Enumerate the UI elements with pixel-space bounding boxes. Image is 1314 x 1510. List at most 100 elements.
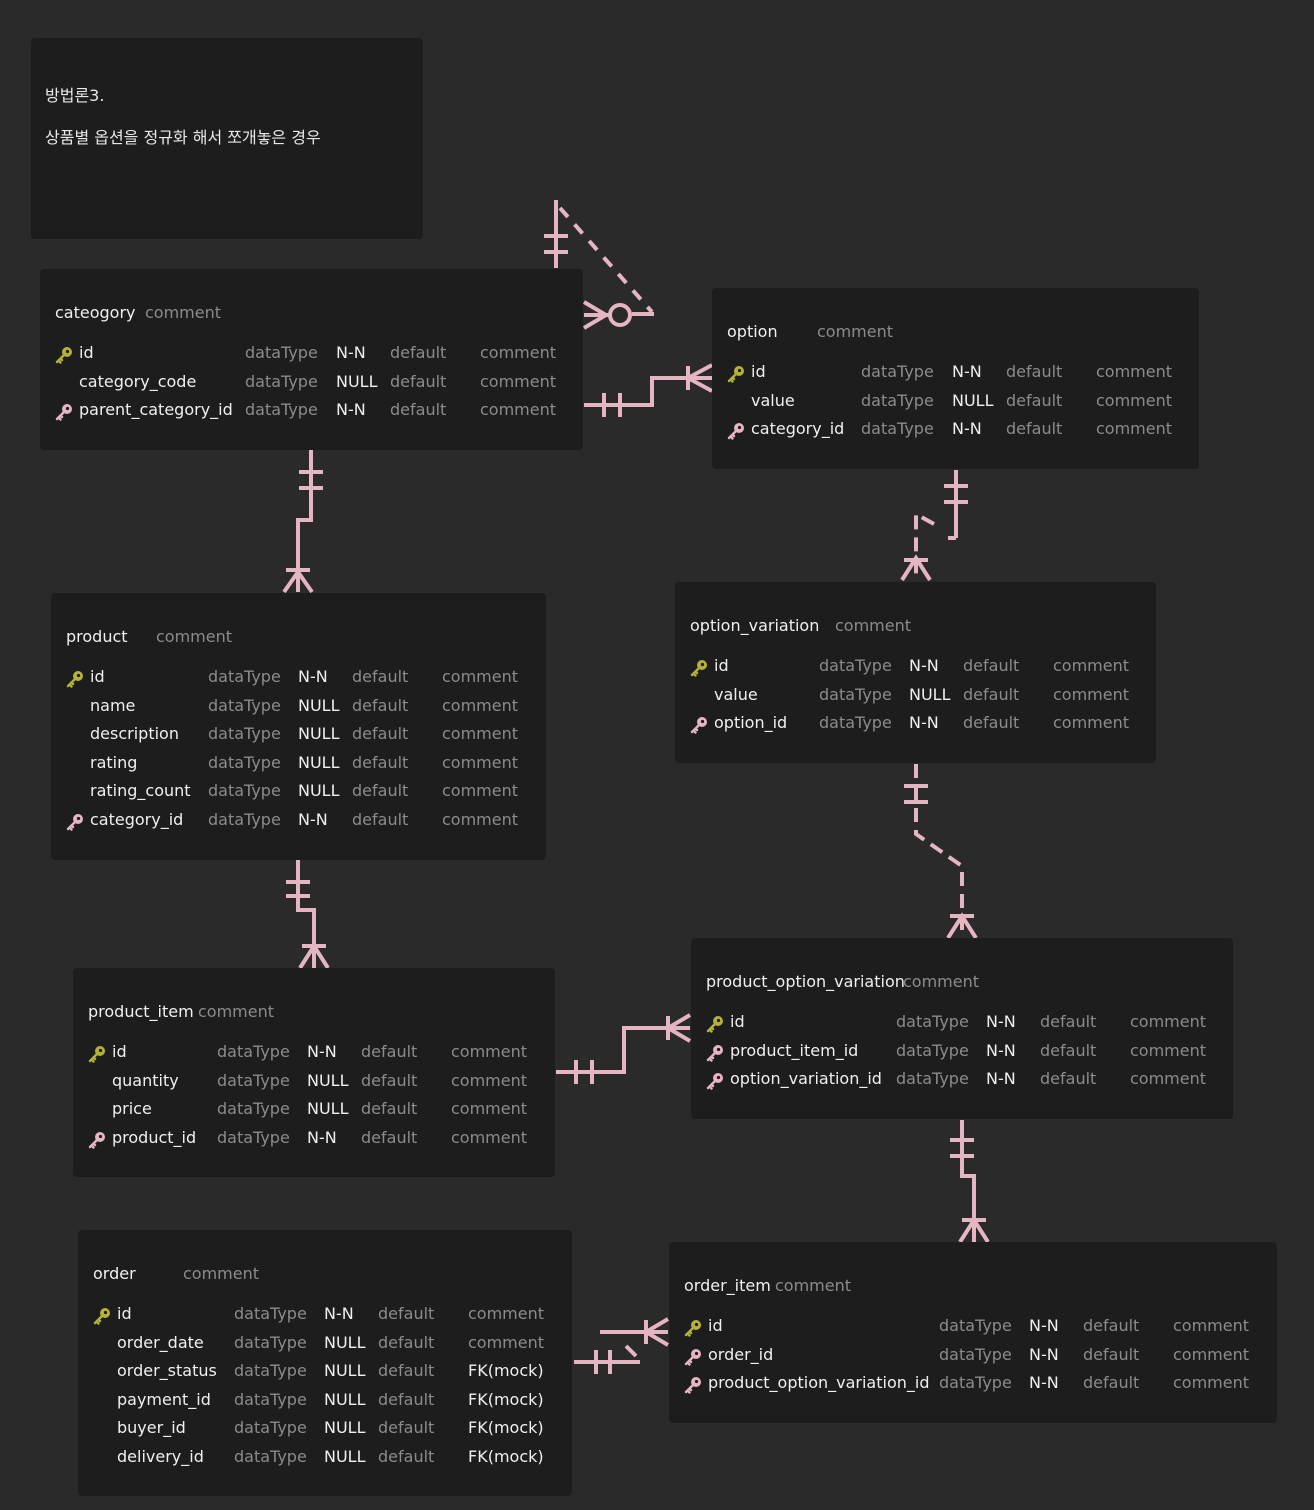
column-comment[interactable]: comment	[1096, 390, 1173, 410]
column-default[interactable]: default	[390, 371, 447, 391]
column-datatype[interactable]: dataType	[217, 1070, 290, 1090]
column-default[interactable]: default	[352, 809, 409, 829]
column-nullable[interactable]: N-N	[909, 713, 939, 732]
column-default[interactable]: default	[963, 684, 1020, 704]
column-default[interactable]: default	[1006, 362, 1063, 381]
column-datatype[interactable]: dataType	[896, 1040, 969, 1060]
relation-option-optionvariation[interactable]	[900, 470, 968, 582]
column-default[interactable]: default	[1040, 1040, 1097, 1060]
column-name[interactable]: rating_count	[90, 781, 191, 800]
column-nullable[interactable]: N-N	[952, 362, 982, 381]
column-datatype[interactable]: dataType	[245, 371, 318, 391]
table-comment[interactable]: comment	[835, 616, 912, 635]
relation-product-productitem[interactable]	[286, 860, 330, 970]
column-nullable[interactable]: N-N	[986, 1040, 1016, 1060]
column-default[interactable]: default	[352, 667, 409, 686]
column-comment[interactable]: comment	[451, 1099, 528, 1118]
column-datatype[interactable]: dataType	[234, 1361, 307, 1380]
column-nullable[interactable]: NULL	[324, 1361, 366, 1380]
column-nullable[interactable]: N-N	[307, 1042, 337, 1061]
table-comment[interactable]: comment	[183, 1264, 260, 1283]
column-datatype[interactable]: dataType	[896, 1069, 969, 1088]
column-datatype[interactable]: dataType	[861, 390, 934, 410]
column-comment[interactable]: comment	[442, 695, 519, 715]
relation-order-orderitem[interactable]	[574, 1317, 670, 1374]
column-comment[interactable]: FK(mock)	[468, 1361, 544, 1380]
column-nullable[interactable]: NULL	[324, 1389, 366, 1409]
column-name[interactable]: category_id	[90, 809, 184, 829]
column-comment[interactable]: comment	[1130, 1069, 1207, 1088]
column-nullable[interactable]: NULL	[324, 1446, 366, 1466]
column-name[interactable]: id	[751, 362, 766, 381]
column-default[interactable]: default	[378, 1361, 435, 1380]
column-datatype[interactable]: dataType	[896, 1012, 969, 1031]
column-datatype[interactable]: dataType	[861, 419, 934, 438]
column-datatype[interactable]: dataType	[819, 684, 892, 704]
table-comment[interactable]: comment	[156, 627, 233, 646]
column-comment[interactable]: comment	[1130, 1040, 1207, 1060]
column-default[interactable]: default	[390, 400, 447, 419]
column-nullable[interactable]: NULL	[298, 781, 340, 800]
column-datatype[interactable]: dataType	[861, 362, 934, 381]
column-nullable[interactable]: NULL	[336, 371, 378, 391]
column-comment[interactable]: comment	[442, 752, 519, 772]
column-datatype[interactable]: dataType	[939, 1344, 1012, 1364]
column-datatype[interactable]: dataType	[208, 724, 281, 743]
column-comment[interactable]: comment	[1173, 1373, 1250, 1392]
column-datatype[interactable]: dataType	[234, 1389, 307, 1409]
column-comment[interactable]: comment	[468, 1304, 545, 1323]
column-datatype[interactable]: dataType	[819, 656, 892, 675]
column-name[interactable]: id	[708, 1316, 723, 1335]
column-name[interactable]: parent_category_id	[79, 400, 233, 419]
memo-note[interactable]: 방법론3. 상품별 옵션을 정규화 해서 쪼개놓은 경우	[31, 38, 423, 239]
column-comment[interactable]: FK(mock)	[468, 1446, 544, 1466]
table-comment[interactable]: comment	[817, 322, 894, 341]
column-default[interactable]: default	[352, 695, 409, 715]
column-comment[interactable]: comment	[1053, 656, 1130, 675]
column-name[interactable]: name	[90, 695, 136, 715]
column-nullable[interactable]: NULL	[952, 390, 994, 410]
column-datatype[interactable]: dataType	[208, 752, 281, 772]
column-datatype[interactable]: dataType	[245, 343, 318, 362]
column-nullable[interactable]: N-N	[986, 1012, 1016, 1031]
column-datatype[interactable]: dataType	[939, 1373, 1012, 1392]
column-default[interactable]: default	[361, 1099, 418, 1118]
column-default[interactable]: default	[963, 656, 1020, 675]
column-nullable[interactable]: N-N	[952, 419, 982, 438]
table-name[interactable]: order	[93, 1264, 136, 1283]
column-nullable[interactable]: N-N	[1029, 1316, 1059, 1335]
column-comment[interactable]: comment	[442, 809, 519, 829]
column-datatype[interactable]: dataType	[217, 1099, 290, 1118]
column-nullable[interactable]: NULL	[324, 1418, 366, 1437]
column-default[interactable]: default	[378, 1332, 435, 1352]
column-datatype[interactable]: dataType	[234, 1446, 307, 1466]
column-name[interactable]: order_date	[117, 1332, 204, 1352]
column-datatype[interactable]: dataType	[208, 781, 281, 800]
column-comment[interactable]: comment	[468, 1332, 545, 1352]
column-default[interactable]: default	[963, 713, 1020, 732]
column-name[interactable]: description	[90, 724, 179, 743]
column-name[interactable]: id	[112, 1042, 127, 1061]
column-default[interactable]: default	[390, 343, 447, 362]
column-default[interactable]: default	[1083, 1373, 1140, 1392]
column-comment[interactable]: comment	[480, 371, 557, 391]
column-name[interactable]: option_variation_id	[730, 1069, 882, 1088]
column-comment[interactable]: FK(mock)	[468, 1389, 544, 1409]
